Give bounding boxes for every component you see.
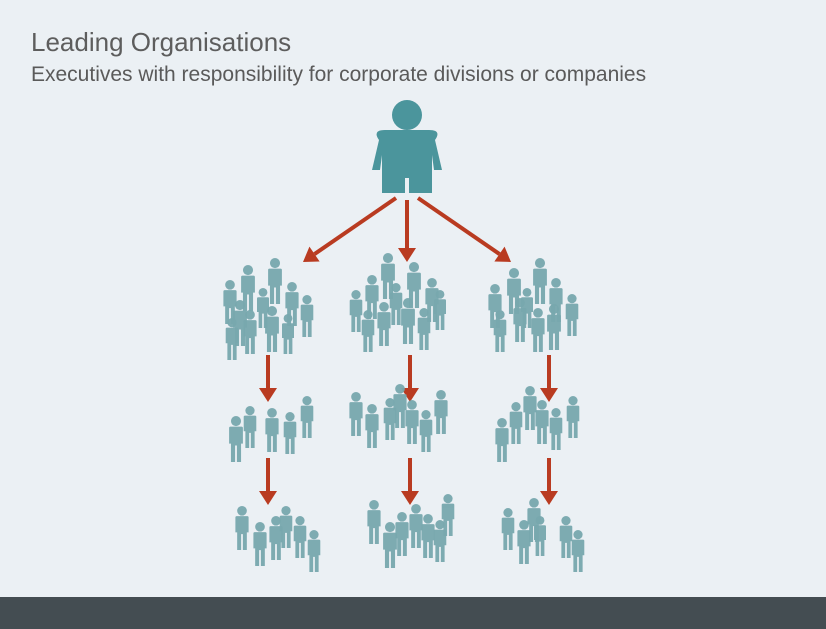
team-member-person-icon [409, 504, 423, 548]
team-member-person-icon [389, 283, 403, 325]
executive-person-icon [372, 100, 442, 193]
team-member-person-icon [534, 516, 546, 556]
team-member-person-icon [265, 306, 279, 352]
arrow-right-level-2 [540, 355, 558, 402]
team-member-person-icon [349, 392, 363, 436]
team-group-1-1 [223, 258, 314, 360]
footer-bar [0, 597, 826, 629]
team-member-person-icon [367, 500, 381, 544]
arrow-to-group-center [398, 200, 416, 262]
team-member-person-icon [361, 310, 375, 352]
team-member-person-icon [229, 416, 243, 462]
team-member-person-icon [243, 406, 257, 448]
arrow-left-level-2 [259, 355, 277, 402]
team-member-person-icon [421, 514, 435, 558]
team-member-person-icon [300, 396, 314, 438]
team-member-person-icon [441, 494, 455, 536]
team-member-person-icon [265, 408, 279, 452]
arrow-center-level-3 [401, 458, 419, 505]
team-member-person-icon [401, 298, 415, 344]
slide-title: Leading Organisations [31, 27, 292, 57]
team-group-1-3 [488, 258, 579, 352]
team-group-2-2 [349, 384, 448, 452]
team-member-person-icon [268, 258, 282, 304]
team-group-3-1 [235, 506, 321, 572]
team-member-person-icon [225, 318, 239, 360]
team-member-person-icon [501, 508, 515, 550]
team-member-person-icon [433, 520, 447, 562]
team-member-person-icon [307, 530, 321, 572]
team-member-person-icon [535, 400, 549, 444]
team-member-person-icon [533, 258, 547, 304]
team-member-person-icon [547, 304, 561, 350]
team-member-person-icon [405, 400, 419, 444]
team-member-person-icon [393, 384, 407, 428]
team-member-person-icon [509, 402, 523, 444]
team-member-person-icon [523, 386, 537, 430]
team-group-1-2 [349, 253, 446, 352]
team-member-person-icon [381, 253, 395, 299]
team-member-person-icon [565, 294, 579, 336]
team-member-person-icon [395, 512, 409, 556]
team-member-person-icon [349, 290, 363, 332]
team-group-3-2 [367, 494, 455, 568]
arrow-center-level-2 [401, 355, 419, 402]
team-member-person-icon [493, 310, 507, 352]
team-member-person-icon [566, 396, 580, 438]
team-member-person-icon [517, 520, 531, 564]
team-group-3-3 [501, 498, 585, 572]
team-member-person-icon [377, 302, 391, 346]
hierarchy-diagram [223, 100, 585, 572]
team-member-person-icon [241, 265, 255, 311]
team-member-person-icon [434, 390, 448, 434]
team-member-person-icon [434, 290, 446, 330]
team-group-2-1 [229, 396, 314, 462]
team-member-person-icon [531, 308, 545, 352]
team-member-person-icon [235, 506, 249, 550]
team-member-person-icon [495, 418, 509, 462]
team-member-person-icon [269, 516, 283, 560]
arrow-right-level-3 [540, 458, 558, 505]
team-member-person-icon [365, 404, 379, 448]
team-member-person-icon [243, 310, 257, 354]
team-member-person-icon [488, 284, 502, 328]
team-member-person-icon [300, 295, 314, 337]
team-member-person-icon [419, 410, 433, 452]
team-group-2-3 [495, 386, 580, 462]
arrow-left-level-3 [259, 458, 277, 505]
team-member-person-icon [513, 298, 527, 342]
team-member-person-icon [549, 408, 563, 450]
arrow-to-group-right [416, 196, 511, 262]
team-member-person-icon [383, 398, 397, 440]
team-member-person-icon [253, 522, 267, 566]
team-member-person-icon [282, 314, 294, 354]
team-member-person-icon [293, 516, 307, 558]
team-member-person-icon [417, 308, 431, 350]
team-member-person-icon [383, 522, 397, 568]
arrow-to-group-left [303, 196, 398, 262]
team-member-person-icon [559, 516, 573, 558]
team-member-person-icon [279, 506, 293, 548]
team-member-person-icon [283, 412, 297, 454]
team-member-person-icon [571, 530, 585, 572]
slide-subtitle: Executives with responsibility for corpo… [31, 63, 647, 86]
